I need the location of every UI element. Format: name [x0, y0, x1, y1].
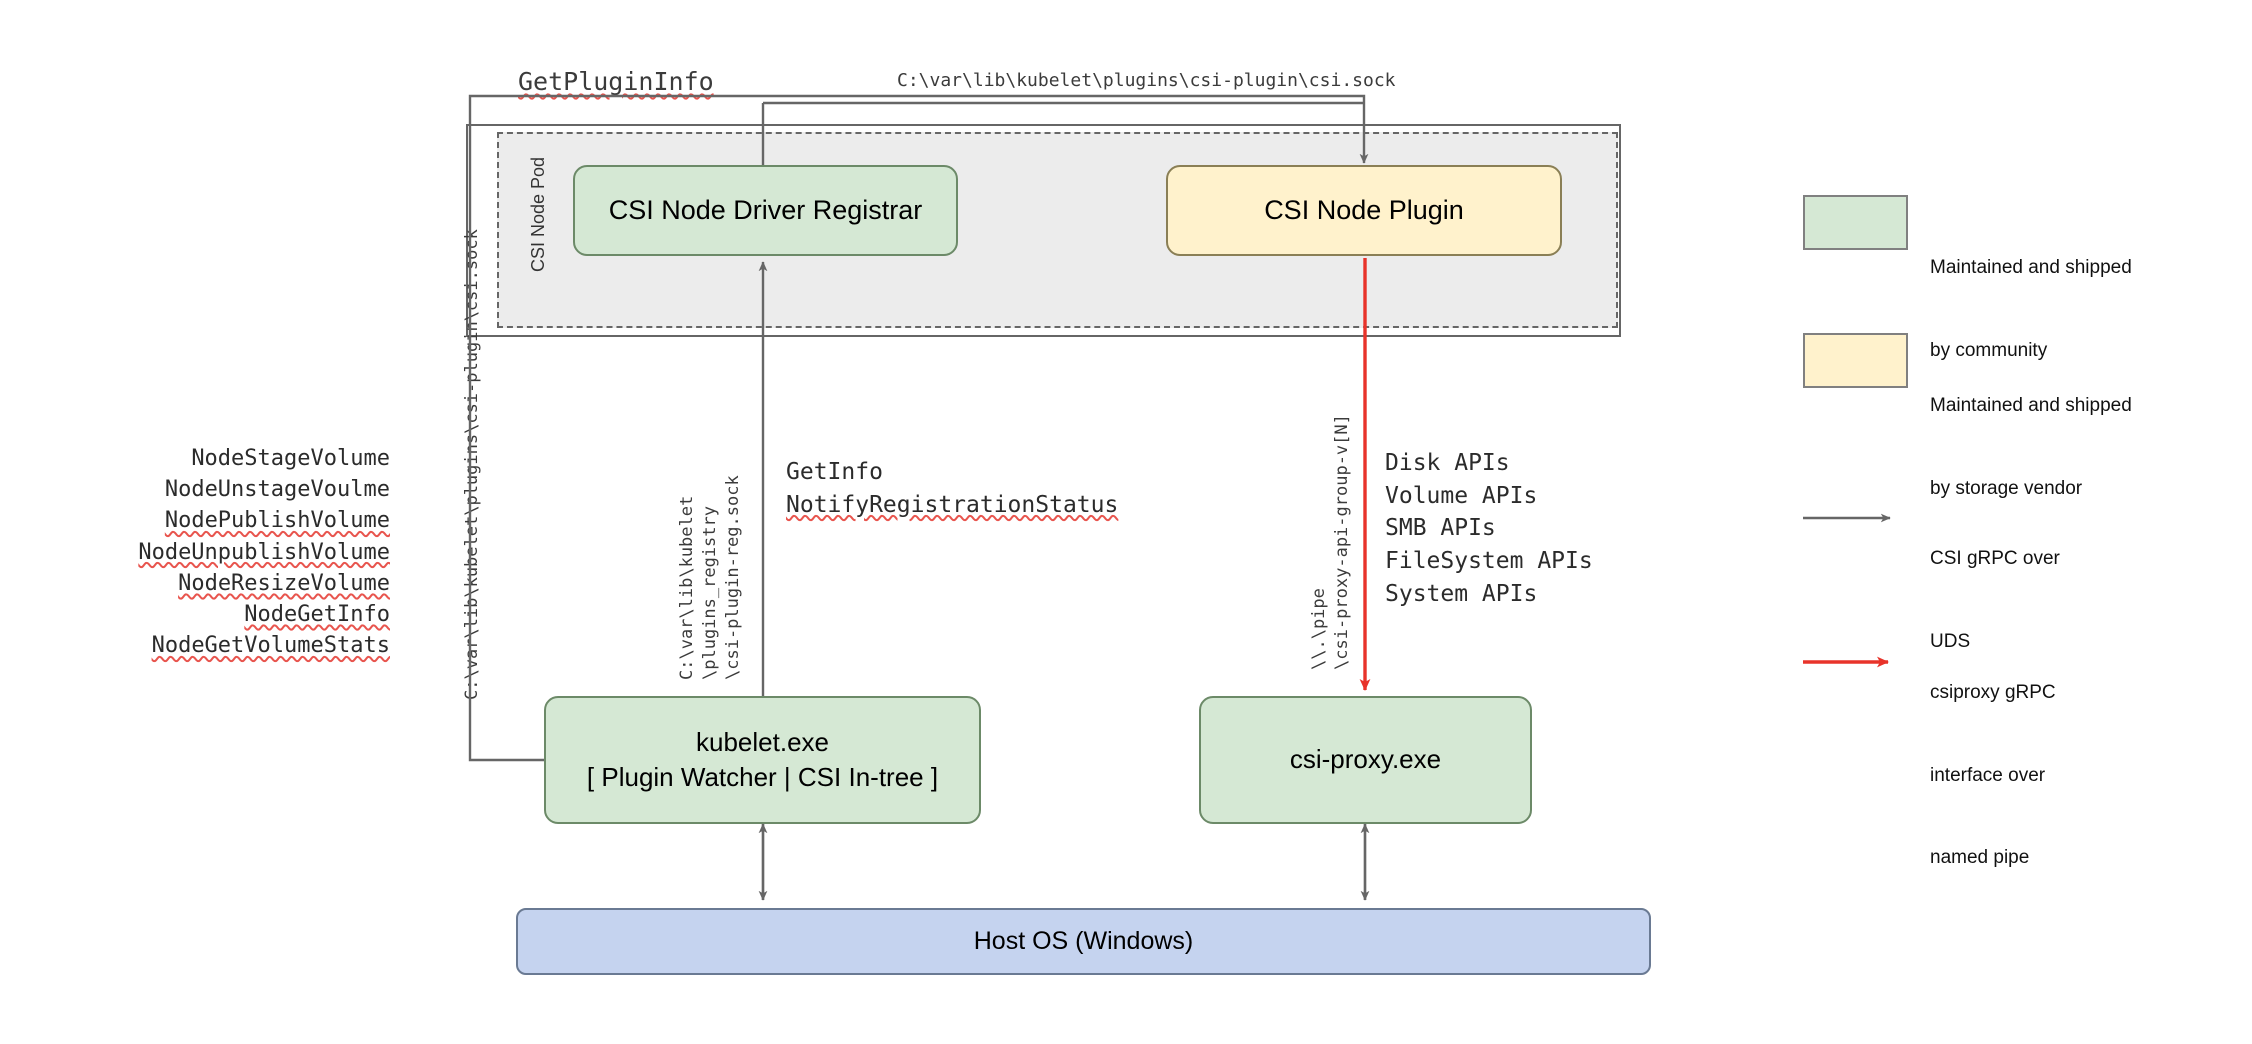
- legend-label-vendor-line1: Maintained and shipped: [1930, 395, 2132, 417]
- csi-node-api-item: NodeUnstageVoulme: [164, 477, 390, 503]
- node-csi-node-plugin-label: CSI Node Plugin: [1264, 195, 1464, 226]
- legend-label-uds: CSI gRPC over UDS: [1930, 490, 2060, 710]
- named-pipe-label: \\.\pipe\csi-proxy-api-group-v[N]: [1308, 414, 1354, 670]
- csi-node-pod-label: CSI Node Pod: [528, 156, 548, 272]
- legend-swatch-community: [1803, 195, 1908, 250]
- registry-socket-line: \csi-plugin-reg.sock: [722, 475, 743, 680]
- legend-label-csiproxy: csiproxy gRPC interface over named pipe: [1930, 624, 2056, 927]
- csi-node-api-list: NodeStageVolumeNodeUnstageVoulmeNodePubl…: [90, 443, 390, 662]
- csi-node-api-item: NodePublishVolume: [164, 508, 390, 534]
- csi-node-api-item: NodeUnpublishVolume: [138, 539, 390, 565]
- legend-label-vendor-line2: by storage vendor: [1930, 477, 2083, 499]
- legend-label-csiproxy-line2: interface over: [1930, 764, 2046, 786]
- legend-label-uds-line1: CSI gRPC over: [1930, 548, 2060, 570]
- left-csi-socket-label: C:\var\lib\kubelet\plugins\csi-plugin\cs…: [462, 229, 482, 700]
- node-csi-node-driver-registrar-label: CSI Node Driver Registrar: [608, 195, 923, 226]
- csi-node-api-item: NodeGetVolumeStats: [151, 633, 390, 659]
- legend-label-csiproxy-line1: csiproxy gRPC: [1930, 682, 2056, 704]
- csi-proxy-api-item: FileSystem APIs: [1385, 547, 1593, 574]
- legend-swatch-vendor: [1803, 333, 1908, 388]
- host-os-label: Host OS (Windows): [973, 926, 1194, 955]
- csi-proxy-api-item: Disk APIs: [1385, 450, 1510, 476]
- node-csi-node-plugin[interactable]: CSI Node Plugin: [1166, 165, 1562, 256]
- legend-label-vendor: Maintained and shipped by storage vendor: [1930, 337, 2132, 557]
- kubelet-exe-subtitle: [ Plugin Watcher | CSI In-tree ]: [586, 762, 939, 792]
- legend-label-csiproxy-line3: named pipe: [1930, 847, 2030, 869]
- legend-label-uds-line2: UDS: [1930, 630, 1971, 652]
- node-host-os[interactable]: Host OS (Windows): [516, 908, 1651, 975]
- node-csi-node-driver-registrar[interactable]: CSI Node Driver Registrar: [573, 165, 958, 256]
- csi-node-api-item: NodeResizeVolume: [178, 570, 390, 596]
- csi-sock-path-label: C:\var\lib\kubelet\plugins\csi-plugin\cs…: [897, 70, 1396, 91]
- registration-call-item: GetInfo: [786, 459, 883, 485]
- csi-proxy-api-item: Volume APIs: [1385, 482, 1538, 509]
- registry-socket-line: \plugins_registry: [699, 506, 720, 680]
- get-plugin-info-label: GetPluginInfo: [518, 67, 714, 96]
- registration-call-item: NotifyRegistrationStatus: [786, 491, 1119, 518]
- node-kubelet-exe[interactable]: kubelet.exe [ Plugin Watcher | CSI In-tr…: [544, 696, 981, 824]
- legend-label-community-line1: Maintained and shipped: [1930, 257, 2132, 279]
- named-pipe-line: \\.\pipe: [1309, 588, 1329, 670]
- kubelet-exe-title: kubelet.exe: [696, 726, 829, 757]
- legend-label-community-line2: by community: [1930, 339, 2048, 361]
- csi-proxy-api-item: System APIs: [1385, 580, 1538, 607]
- csi-node-api-item: NodeGetInfo: [244, 602, 390, 628]
- csi-proxy-api-item: SMB APIs: [1385, 515, 1496, 542]
- registry-socket-line: C:\var\lib\kubelet: [677, 495, 697, 680]
- legend-label-community: Maintained and shipped by community: [1930, 199, 2132, 419]
- registry-socket-label: C:\var\lib\kubelet\plugins_registry\csi-…: [676, 475, 745, 680]
- csi-node-api-item: NodeStageVolume: [191, 446, 390, 471]
- node-csi-proxy-exe[interactable]: csi-proxy.exe: [1199, 696, 1532, 824]
- named-pipe-line: \csi-proxy-api-group-v[N]: [1331, 414, 1352, 670]
- csi-proxy-exe-title: csi-proxy.exe: [1289, 744, 1442, 775]
